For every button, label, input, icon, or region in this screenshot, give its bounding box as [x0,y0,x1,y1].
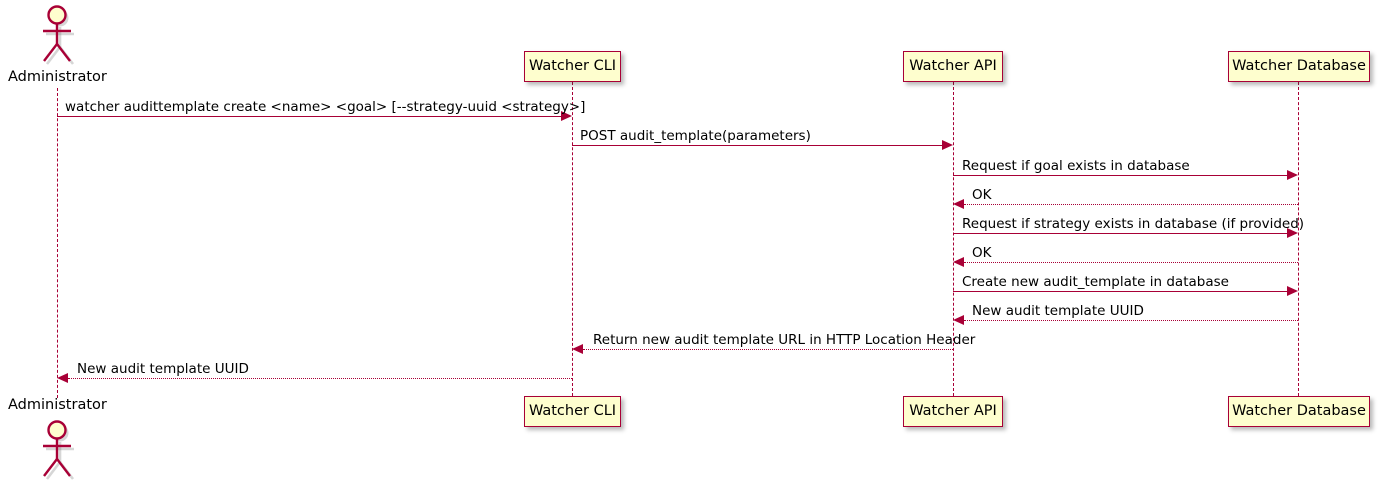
participant-label-watcher-cli-bottom: Watcher CLI [528,403,617,420]
participant-label-watcher-cli-top: Watcher CLI [528,58,617,75]
message-label-4: Request if strategy exists in database (… [962,216,1305,232]
message-label-7: New audit template UUID [972,303,1144,319]
message-line-3 [964,204,1298,205]
actor-label-administrator-bottom: Administrator [8,397,107,413]
message-arrowhead-1 [942,140,953,150]
message-label-1: POST audit_template(parameters) [580,128,811,144]
lifeline-watcher-database [1298,82,1299,396]
message-line-4 [953,233,1287,234]
message-label-6: Create new audit_template in database [962,274,1229,290]
message-arrowhead-3 [953,199,964,209]
message-label-3: OK [972,187,992,203]
participant-watcher-database-top[interactable]: Watcher Database [1228,51,1370,82]
participant-watcher-api-top[interactable]: Watcher API [903,51,1003,82]
message-label-0: watcher audittemplate create <name> <goa… [65,99,586,115]
message-arrowhead-6 [1287,286,1298,296]
lifeline-watcher-api [953,82,954,396]
participant-watcher-database-bottom[interactable]: Watcher Database [1228,396,1370,427]
participant-label-watcher-api-bottom: Watcher API [909,403,997,420]
message-label-8: Return new audit template URL in HTTP Lo… [593,332,976,348]
message-label-9: New audit template UUID [77,361,249,377]
actor-label-administrator-top: Administrator [8,69,107,85]
message-line-9 [68,378,572,379]
message-arrowhead-2 [1287,170,1298,180]
lifeline-watcher-cli [572,82,573,396]
participant-label-watcher-database-bottom: Watcher Database [1232,403,1366,420]
message-line-1 [572,145,942,146]
message-line-6 [953,291,1287,292]
message-label-5: OK [972,245,992,261]
message-arrowhead-0 [561,111,572,121]
message-line-0 [57,116,561,117]
message-line-8 [583,349,953,350]
message-arrowhead-4 [1287,228,1298,238]
actor-administrator-top [36,4,82,65]
message-line-5 [964,262,1298,263]
message-line-7 [964,320,1298,321]
message-arrowhead-9 [57,373,68,383]
participant-watcher-cli-bottom[interactable]: Watcher CLI [524,396,621,427]
participant-label-watcher-api-top: Watcher API [909,58,997,75]
participant-watcher-cli-top[interactable]: Watcher CLI [524,51,621,82]
message-label-2: Request if goal exists in database [962,158,1190,174]
message-arrowhead-7 [953,315,964,325]
actor-administrator-bottom [36,419,82,480]
message-arrowhead-8 [572,344,583,354]
message-arrowhead-5 [953,257,964,267]
lifeline-administrator [57,88,58,398]
message-line-2 [953,175,1287,176]
participant-label-watcher-database-top: Watcher Database [1232,58,1366,75]
participant-watcher-api-bottom[interactable]: Watcher API [903,396,1003,427]
